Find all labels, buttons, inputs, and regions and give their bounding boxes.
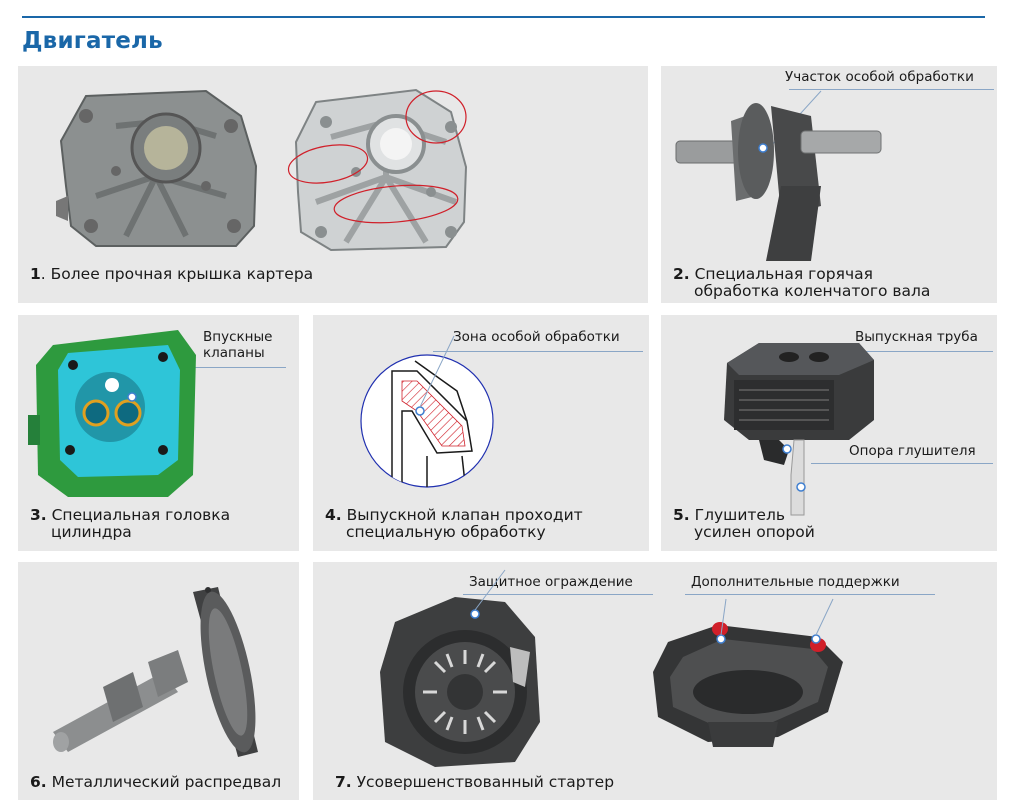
callout-line (433, 351, 643, 352)
panel-starter: Защитное ограждение Дополнительные подде… (313, 562, 997, 800)
crankshaft-photo (675, 90, 882, 261)
callout-line (685, 594, 935, 595)
callout-line (789, 89, 994, 90)
callout-special-zone: Участок особой обработки (785, 69, 974, 85)
exhaust-valve-diagram (360, 335, 494, 488)
starter-cover-photo (380, 569, 540, 767)
callout-additional-supports: Дополнительные поддержки (691, 574, 900, 590)
muffler-photo (724, 343, 874, 516)
callout-muffler-support: Опора глушителя (849, 443, 976, 459)
cylinder-head-photo (28, 330, 196, 497)
panel-crankcase-cover: 1. Более прочная крышка картера (18, 66, 648, 303)
caption-7: 7. Усовершенствованный стартер (335, 773, 615, 791)
panel-camshaft: 6. Металлический распредвал (18, 562, 299, 800)
crankcase-cover-diagram (287, 88, 468, 252)
callout-treatment-zone: Зона особой обработки (453, 329, 620, 345)
caption-1: 1. Более прочная крышка картера (30, 265, 314, 283)
starter-base-photo (653, 598, 843, 747)
callout-exhaust-pipe: Выпускная труба (855, 329, 978, 345)
crankcase-cover-photo (56, 89, 258, 247)
camshaft-photo (53, 587, 258, 757)
panel-muffler: Выпускная труба Опора глушителя 5. Глуши… (661, 315, 997, 551)
panel-crankshaft: Участок особой обработки 2. Специальная … (661, 66, 997, 303)
caption-6: 6. Металлический распредвал (30, 773, 282, 791)
page-title: Двигатель (22, 28, 163, 54)
callout-line (811, 463, 993, 464)
caption-3: 3. Специальная головка цилиндра (30, 506, 231, 541)
caption-4: 4. Выпускной клапан проходит специальную… (325, 506, 583, 541)
panel-cylinder-head: Впускные клапаны 3. Специальная головка … (18, 315, 299, 551)
caption-5: 5. Глушитель усилен опорой (673, 506, 815, 541)
header-rule (22, 16, 985, 18)
callout-line (463, 594, 653, 595)
callout-line (186, 367, 286, 368)
callout-intake-valves: Впускные клапаны (203, 329, 273, 361)
callout-line (837, 351, 993, 352)
panel-exhaust-valve: Зона особой обработки 4. Выпускной клапа… (313, 315, 649, 551)
caption-2: 2. Специальная горячая обработка коленча… (673, 265, 931, 300)
callout-protective-guard: Защитное ограждение (469, 574, 633, 590)
